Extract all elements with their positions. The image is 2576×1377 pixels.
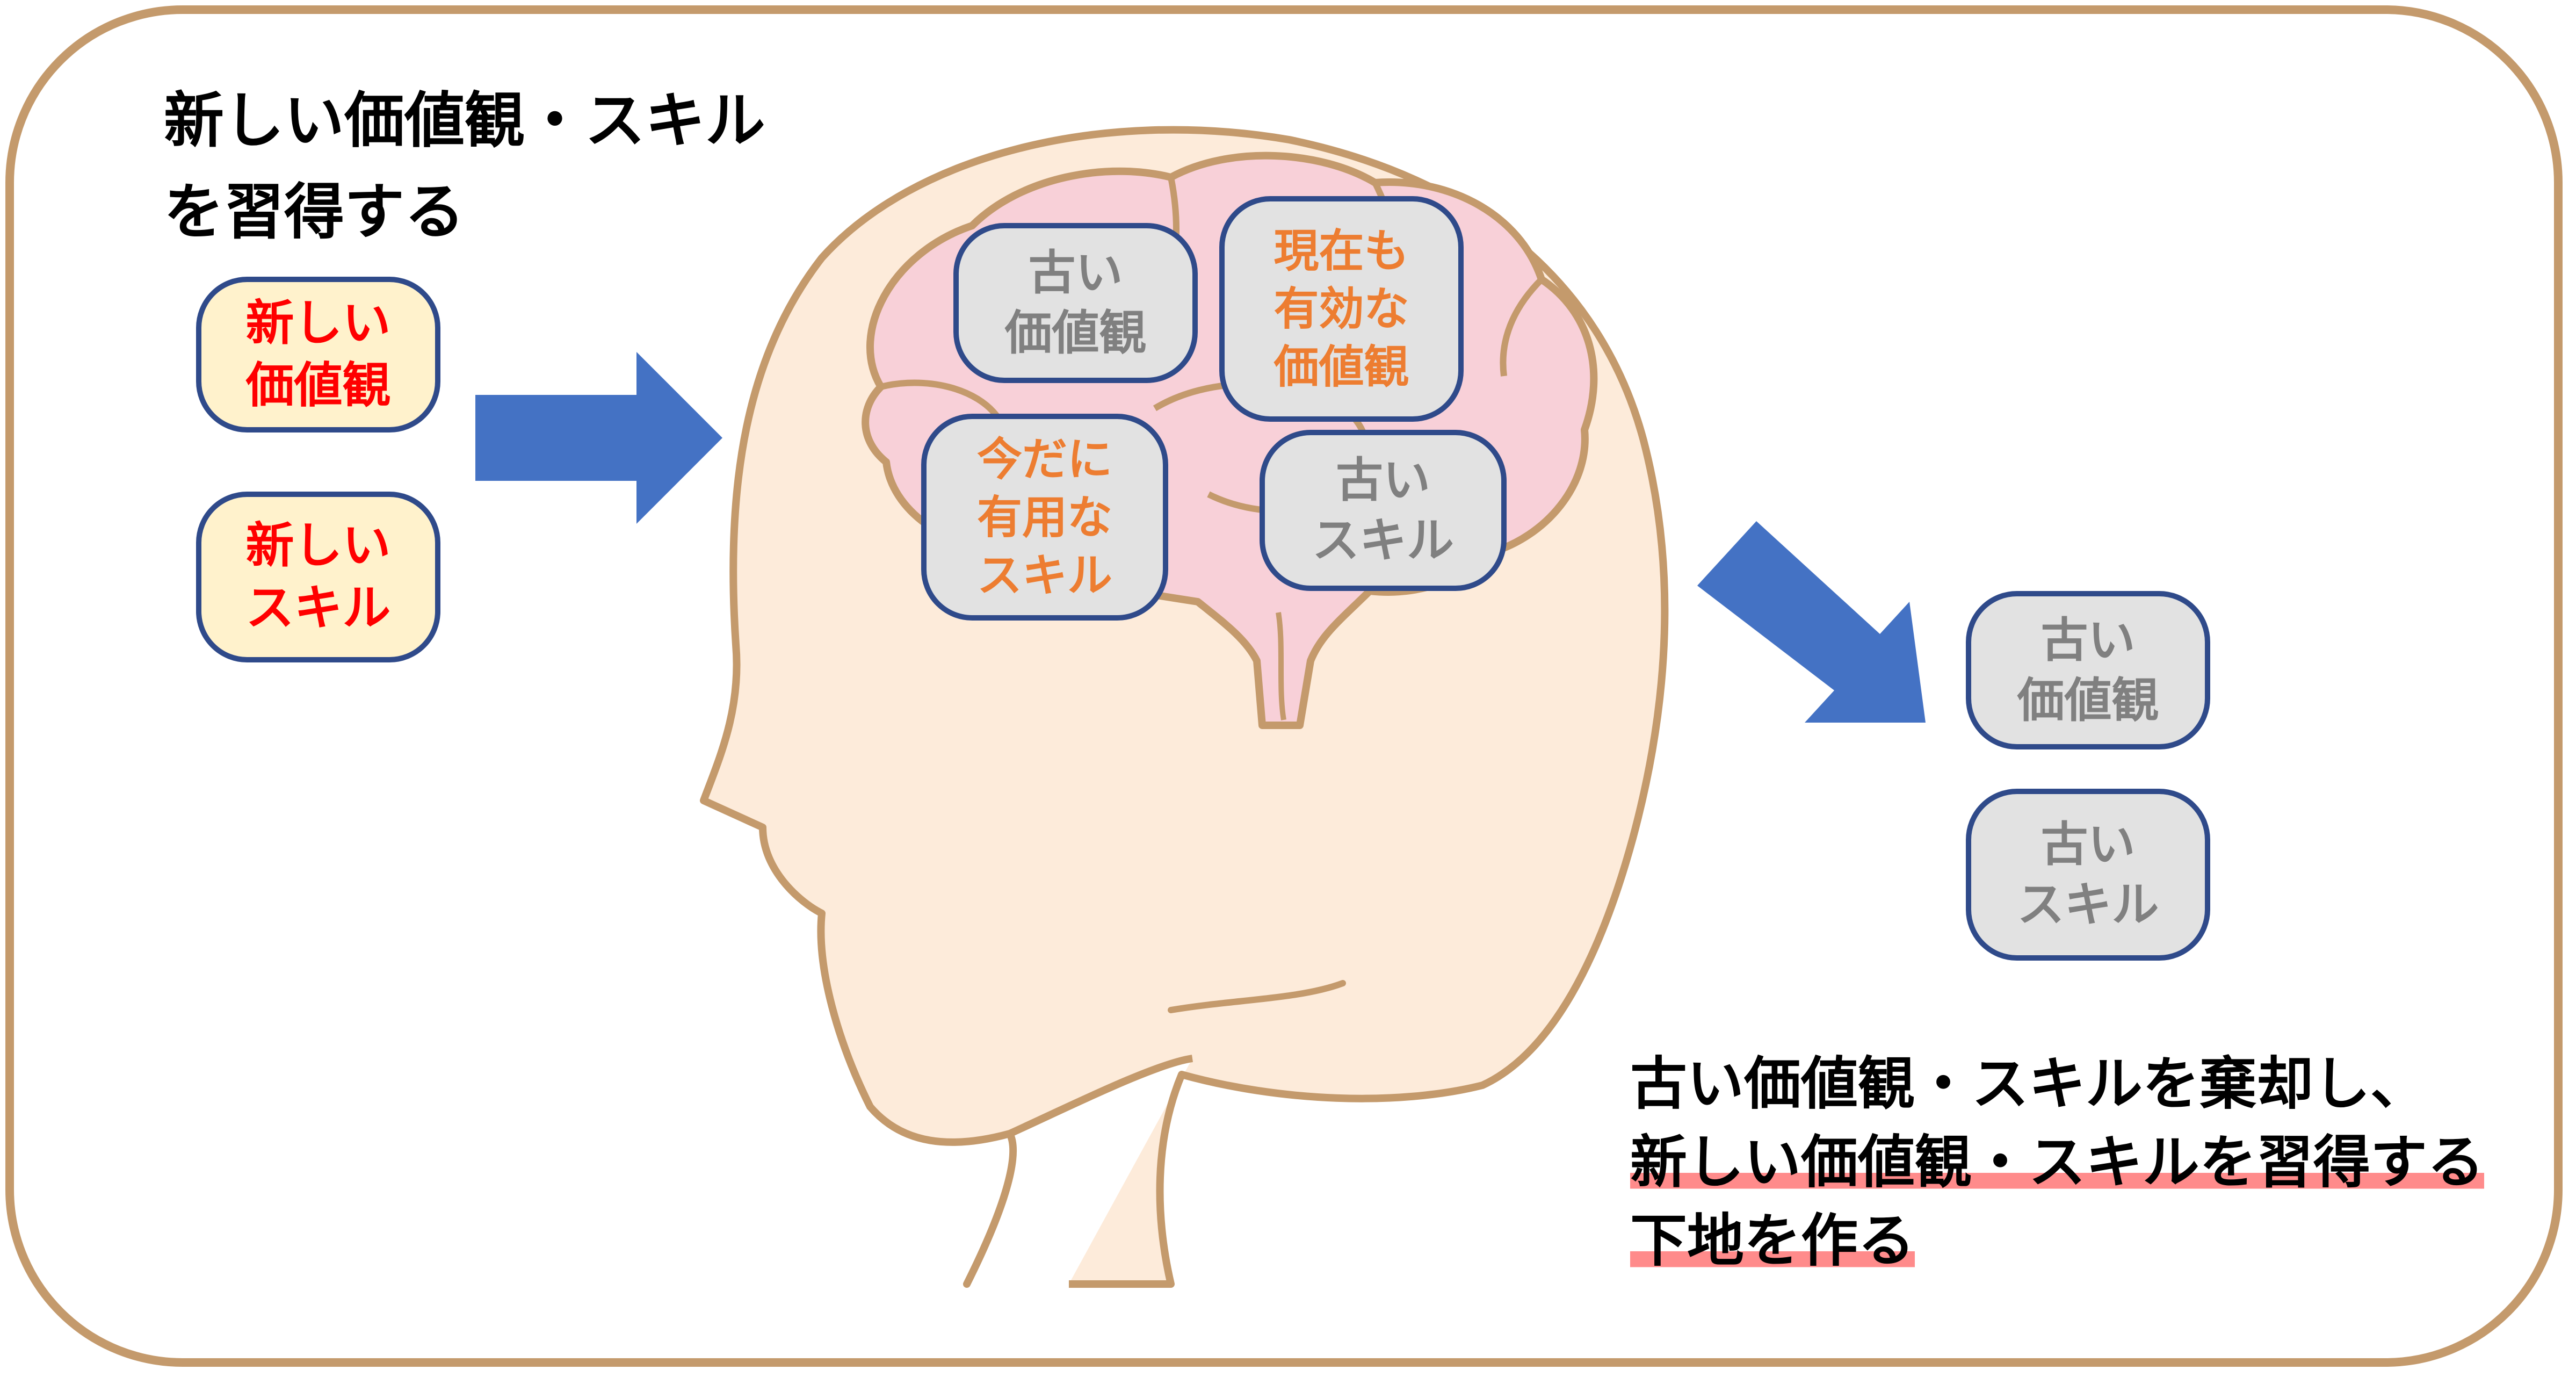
discarded-skills-box: 古い スキル — [1966, 789, 2210, 961]
brain-useful-skills-box: 今だに 有用な スキル — [921, 414, 1168, 621]
brain-old-skills-line-2: スキル — [1312, 513, 1454, 568]
brain-current-values-line-1: 現在も — [1273, 225, 1409, 277]
brain-useful-skills-line-2: 有用な — [976, 491, 1112, 544]
brain-useful-skills-line-1: 今だに — [976, 432, 1112, 486]
brain-current-values-box: 現在も 有効な 価値観 — [1219, 196, 1464, 422]
new-values-line-2: 価値観 — [245, 357, 391, 414]
conclusion-line-3: 下地を作る — [1630, 1208, 1915, 1274]
brain-old-skills-line-1: 古い — [1335, 452, 1430, 508]
intro-line-2: を習得する — [164, 177, 465, 247]
conclusion-line-2: 新しい価値観・スキルを習得する — [1630, 1129, 2484, 1195]
discarded-values-box: 古い 価値観 — [1966, 591, 2210, 749]
new-values-line-1: 新しい — [245, 295, 391, 351]
new-skills-line-2: スキル — [245, 580, 391, 636]
intro-line-1: 新しい価値観・スキル — [164, 86, 765, 156]
arrow-right-icon — [475, 352, 722, 524]
discarded-skills-line-1: 古い — [2040, 817, 2136, 872]
brain-old-values-line-1: 古い — [1028, 245, 1123, 300]
brain-old-skills-box: 古い スキル — [1260, 430, 1507, 591]
brain-current-values-line-3: 価値観 — [1273, 341, 1409, 393]
discarded-skills-line-2: スキル — [2017, 877, 2159, 932]
arrow-down-right-icon — [1697, 521, 1926, 723]
brain-current-values-line-2: 有効な — [1273, 283, 1409, 335]
brain-useful-skills-line-3: スキル — [976, 549, 1112, 602]
discarded-values-line-1: 古い — [2040, 612, 2136, 668]
discarded-values-line-2: 価値観 — [2017, 672, 2159, 728]
conclusion-text: 古い価値観・スキルを棄却し、 新しい価値観・スキルを習得する 下地を作る — [1630, 1045, 2484, 1280]
new-skills-box: 新しい スキル — [196, 492, 440, 662]
new-skills-line-1: 新しい — [245, 517, 391, 574]
brain-old-values-box: 古い 価値観 — [953, 223, 1198, 383]
new-values-box: 新しい 価値観 — [196, 277, 440, 432]
intro-heading: 新しい価値観・スキル を習得する — [164, 75, 765, 258]
brain-old-values-line-2: 価値観 — [1004, 305, 1147, 361]
conclusion-line-1: 古い価値観・スキルを棄却し、 — [1630, 1051, 2427, 1117]
